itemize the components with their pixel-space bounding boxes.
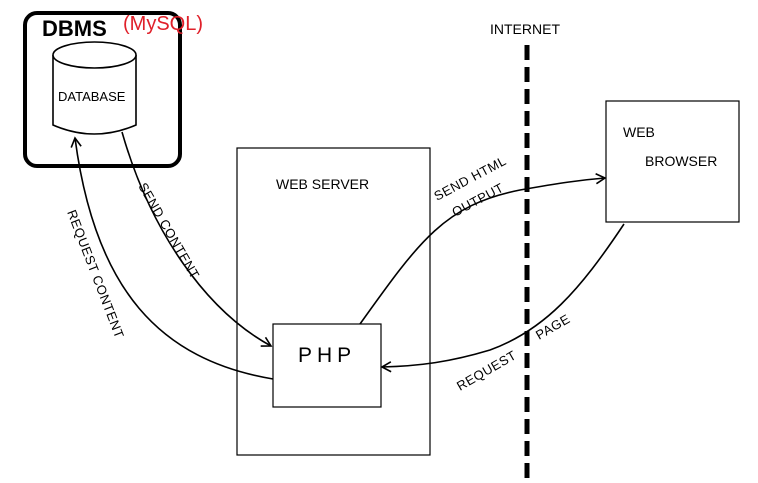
php-box: PHP <box>272 323 382 408</box>
internet-label: INTERNET <box>490 21 560 37</box>
web-server-box: WEB SERVER <box>236 147 431 456</box>
send-content-arrow <box>121 131 273 347</box>
web-browser-label-line2: BROWSER <box>645 153 717 169</box>
dbms-engine-label: (MySQL) <box>123 13 203 35</box>
request-page-label-word1: REQUEST <box>454 347 519 393</box>
web-server-label: WEB SERVER <box>276 176 369 192</box>
web-browser-label-line1: WEB <box>623 124 655 140</box>
internet-boundary: INTERNET <box>490 21 560 483</box>
send-content-label: SEND CONTENT <box>135 180 202 282</box>
send-html-arrow <box>359 173 607 325</box>
database-cylinder: DATABASE <box>52 41 137 135</box>
php-label: PHP <box>298 344 356 367</box>
web-browser-box: WEB BROWSER <box>605 100 740 223</box>
request-page-arrow <box>380 223 625 373</box>
request-content-arrow <box>70 136 274 380</box>
database-label: DATABASE <box>58 89 126 104</box>
request-page-label-word2: PAGE <box>533 311 573 343</box>
dbms-title: DBMS <box>42 16 107 41</box>
dbms-box: DBMS (MySQL) <box>23 11 203 168</box>
